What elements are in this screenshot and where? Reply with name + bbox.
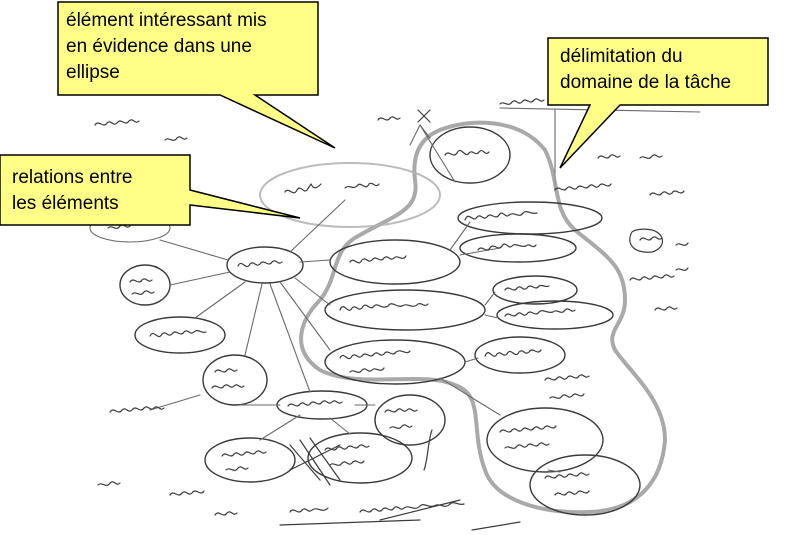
callout-element-line1: élément intéressant mis (66, 10, 267, 31)
scribble-ressources (544, 374, 590, 399)
scribble-right-edge (629, 228, 689, 311)
node-produit-a-deriver (202, 354, 268, 406)
scribble-top-marks (377, 98, 545, 123)
node-complementarite (496, 300, 614, 330)
scribble-degre (477, 243, 537, 251)
node-caracteristiques (276, 390, 368, 420)
callout-element-text: élément intéressant mis en évidence dans… (66, 8, 267, 86)
scribble-bottom-right (471, 521, 521, 531)
node-portee (492, 275, 578, 305)
scribble-caracteristiques (287, 400, 343, 407)
node-seuil (457, 201, 603, 235)
callout-element-line2: en évidence dans une (66, 36, 252, 57)
callout-domain-line2: domaine de la tâche (560, 72, 732, 93)
node-generalisation (474, 336, 566, 374)
scribble-produit (237, 260, 283, 268)
node-typologie (429, 126, 511, 184)
scribble-portee (504, 284, 550, 291)
node-gain (119, 264, 171, 306)
node-diffuse (529, 454, 641, 516)
scribble-produit-analyse (284, 182, 380, 194)
node-hierarchie (134, 316, 226, 354)
scribble-gain (129, 278, 155, 295)
scribble-typologie (444, 149, 490, 156)
node-multi (324, 289, 486, 331)
scribble-produit-a-deriver (211, 368, 245, 389)
scribble-dynamique (109, 406, 165, 413)
scribble-right-text (554, 154, 685, 196)
callout-domain-line1: délimitation du (560, 46, 683, 67)
node-produit (226, 246, 304, 284)
relation-lines (149, 123, 561, 473)
callout-relations-line2: les éléments (12, 193, 119, 214)
node-traitement (307, 432, 413, 484)
node-degre (459, 233, 577, 263)
handwriting (94, 98, 689, 531)
scribble-seuil (464, 210, 538, 221)
node-partial-left (89, 213, 171, 243)
scribble-multi (339, 302, 429, 311)
scribble-diffuse (544, 472, 590, 496)
callout-relations-text: relations entre les éléments (12, 165, 132, 217)
scribble-traitement (324, 444, 370, 466)
node-evaluation (329, 239, 461, 285)
scribble-capitalisation (339, 350, 411, 373)
callout-domain-text: délimitation du domaine de la tâche (560, 44, 731, 96)
callout-element-line3: ellipse (66, 62, 120, 83)
scribble-complementarite (504, 308, 576, 317)
scribble-difference (384, 408, 433, 471)
node-difference (374, 394, 446, 446)
node-echange (204, 437, 296, 483)
scribble-crossout (289, 437, 341, 486)
scribble-bottom (214, 499, 465, 526)
scribble-evaluation (349, 255, 407, 264)
callout-relations-line1: relations entre (12, 167, 133, 188)
scribble-top-left (94, 119, 188, 141)
scribble-left-partial (107, 224, 131, 229)
scribble-consultation (499, 425, 557, 449)
sketch-nodes (89, 126, 641, 516)
scribble-generalisation (484, 349, 542, 357)
scribble-hierarchie (149, 329, 207, 338)
paper-edges (499, 107, 701, 191)
scribble-bottom-left (97, 481, 205, 496)
scribble-echange (221, 450, 267, 471)
node-consultation (486, 407, 604, 473)
domain-boundary (299, 120, 667, 515)
